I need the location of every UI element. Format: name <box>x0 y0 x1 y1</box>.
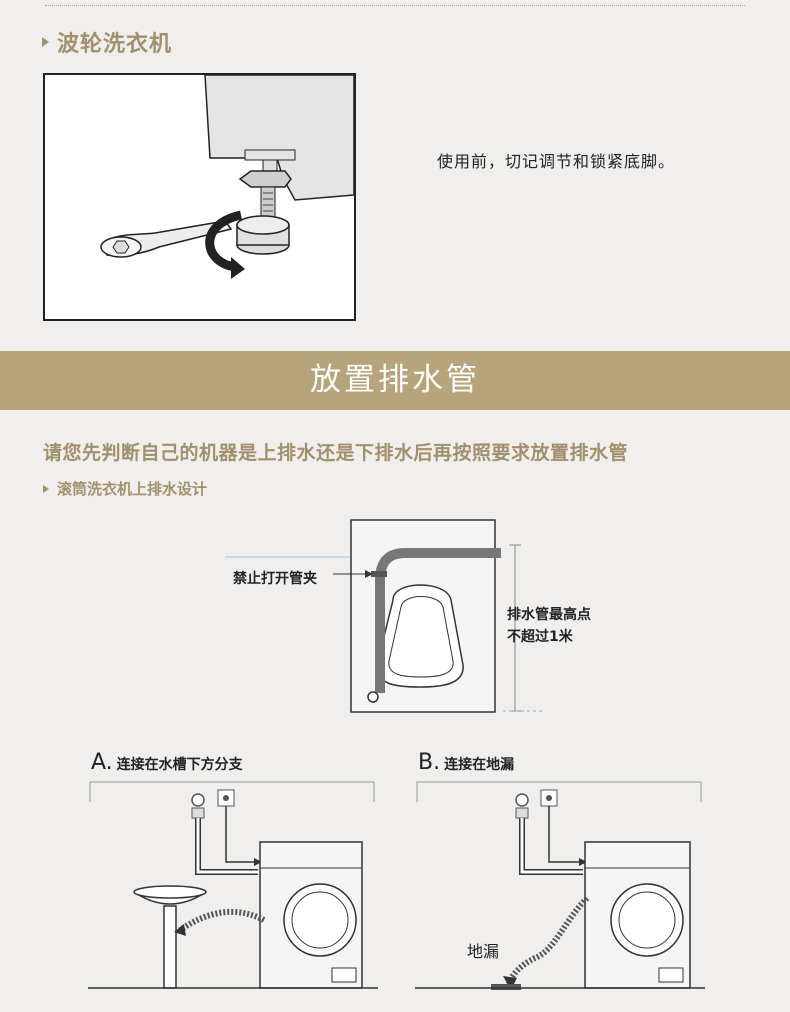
max-height-label-line2: 不超过1米 <box>507 629 573 645</box>
floor-drain-label: 地漏 <box>467 942 500 961</box>
max-height-label-line1: 排水管最高点 <box>507 607 591 623</box>
section-title-pulsator: 波轮洗衣机 <box>42 26 172 58</box>
drain-instruction: 请您先判断自己的机器是上排水还是下排水后再按照要求放置排水管 <box>43 442 629 464</box>
top-dotted-divider <box>45 5 745 6</box>
triangle-bullet-icon <box>43 484 49 493</box>
section-banner: 放置排水管 <box>0 351 790 410</box>
option-b-text: 连接在地漏 <box>444 757 515 773</box>
option-a-letter: A. <box>91 750 113 775</box>
banner-title: 放置排水管 <box>310 362 480 398</box>
triangle-bullet-icon <box>42 37 49 47</box>
foot-adjustment-illustration <box>43 73 356 321</box>
section-title-text: 波轮洗衣机 <box>57 32 173 57</box>
upper-drain-illustration: 禁止打开管夹 排水管最高点 不超过1米 <box>225 515 615 720</box>
subsection-title-drum: 滚筒洗衣机上排水设计 <box>43 478 207 499</box>
option-b-caption: B. 连接在地漏 <box>418 750 514 775</box>
option-a-text: 连接在水槽下方分支 <box>116 757 243 773</box>
drain-option-a-illustration: A. 连接在水槽下方分支 <box>88 750 383 995</box>
pipe-clamp-warning-label: 禁止打开管夹 <box>233 571 317 587</box>
option-b-letter: B. <box>418 750 441 775</box>
foot-lock-note: 使用前，切记调节和锁紧底脚。 <box>437 152 676 171</box>
drain-option-b-illustration: B. 连接在地漏 地漏 <box>415 750 710 995</box>
subsection-title-text: 滚筒洗衣机上排水设计 <box>57 480 208 498</box>
option-a-caption: A. 连接在水槽下方分支 <box>91 750 243 775</box>
